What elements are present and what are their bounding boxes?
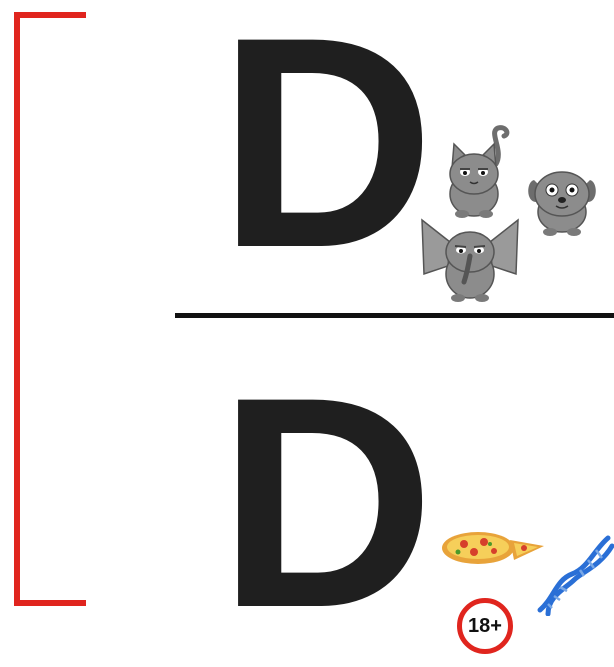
numerator-letter: D bbox=[218, 0, 429, 292]
left-bracket bbox=[14, 12, 86, 606]
elephant-icon bbox=[420, 212, 520, 304]
bracket-bottom-arm bbox=[14, 600, 86, 606]
bracket-top-arm bbox=[14, 12, 86, 18]
fraction-line bbox=[175, 313, 614, 318]
denominator-letter: D bbox=[218, 352, 429, 652]
dna-icon bbox=[534, 532, 614, 616]
cat-icon bbox=[444, 124, 514, 220]
age-18-plus-icon: 18+ bbox=[457, 598, 513, 654]
pizza-icon bbox=[440, 526, 548, 568]
dog-icon bbox=[524, 160, 600, 238]
bracket-vertical bbox=[14, 12, 20, 606]
age-badge-label: 18+ bbox=[468, 615, 502, 638]
